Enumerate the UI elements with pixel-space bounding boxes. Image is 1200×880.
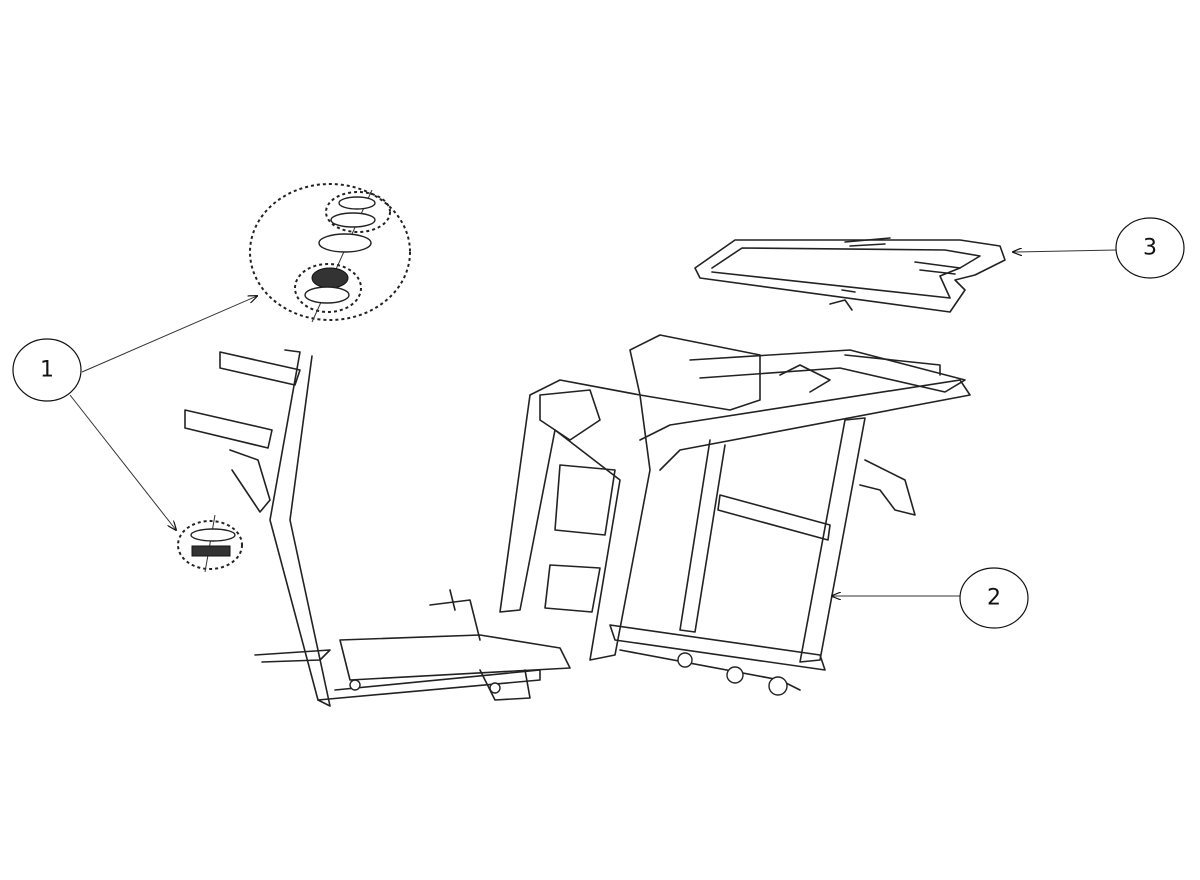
callout-2: 2 xyxy=(832,567,1029,629)
callout-1: 1 xyxy=(12,296,257,530)
rear-carrier-drawing xyxy=(694,237,1006,313)
callout-3-label: 3 xyxy=(1143,236,1157,261)
callout-1-label: 1 xyxy=(40,358,54,383)
callout-2-label: 2 xyxy=(987,586,1001,611)
upper-bearing-detail xyxy=(249,183,411,323)
main-frame-drawing xyxy=(184,334,971,707)
callout-3: 3 xyxy=(1013,217,1185,279)
callout-1-leader-upper xyxy=(81,296,257,373)
lower-bearing-detail xyxy=(177,514,243,573)
callout-1-leader-lower xyxy=(69,394,176,530)
callout-3-leader xyxy=(1013,250,1117,252)
